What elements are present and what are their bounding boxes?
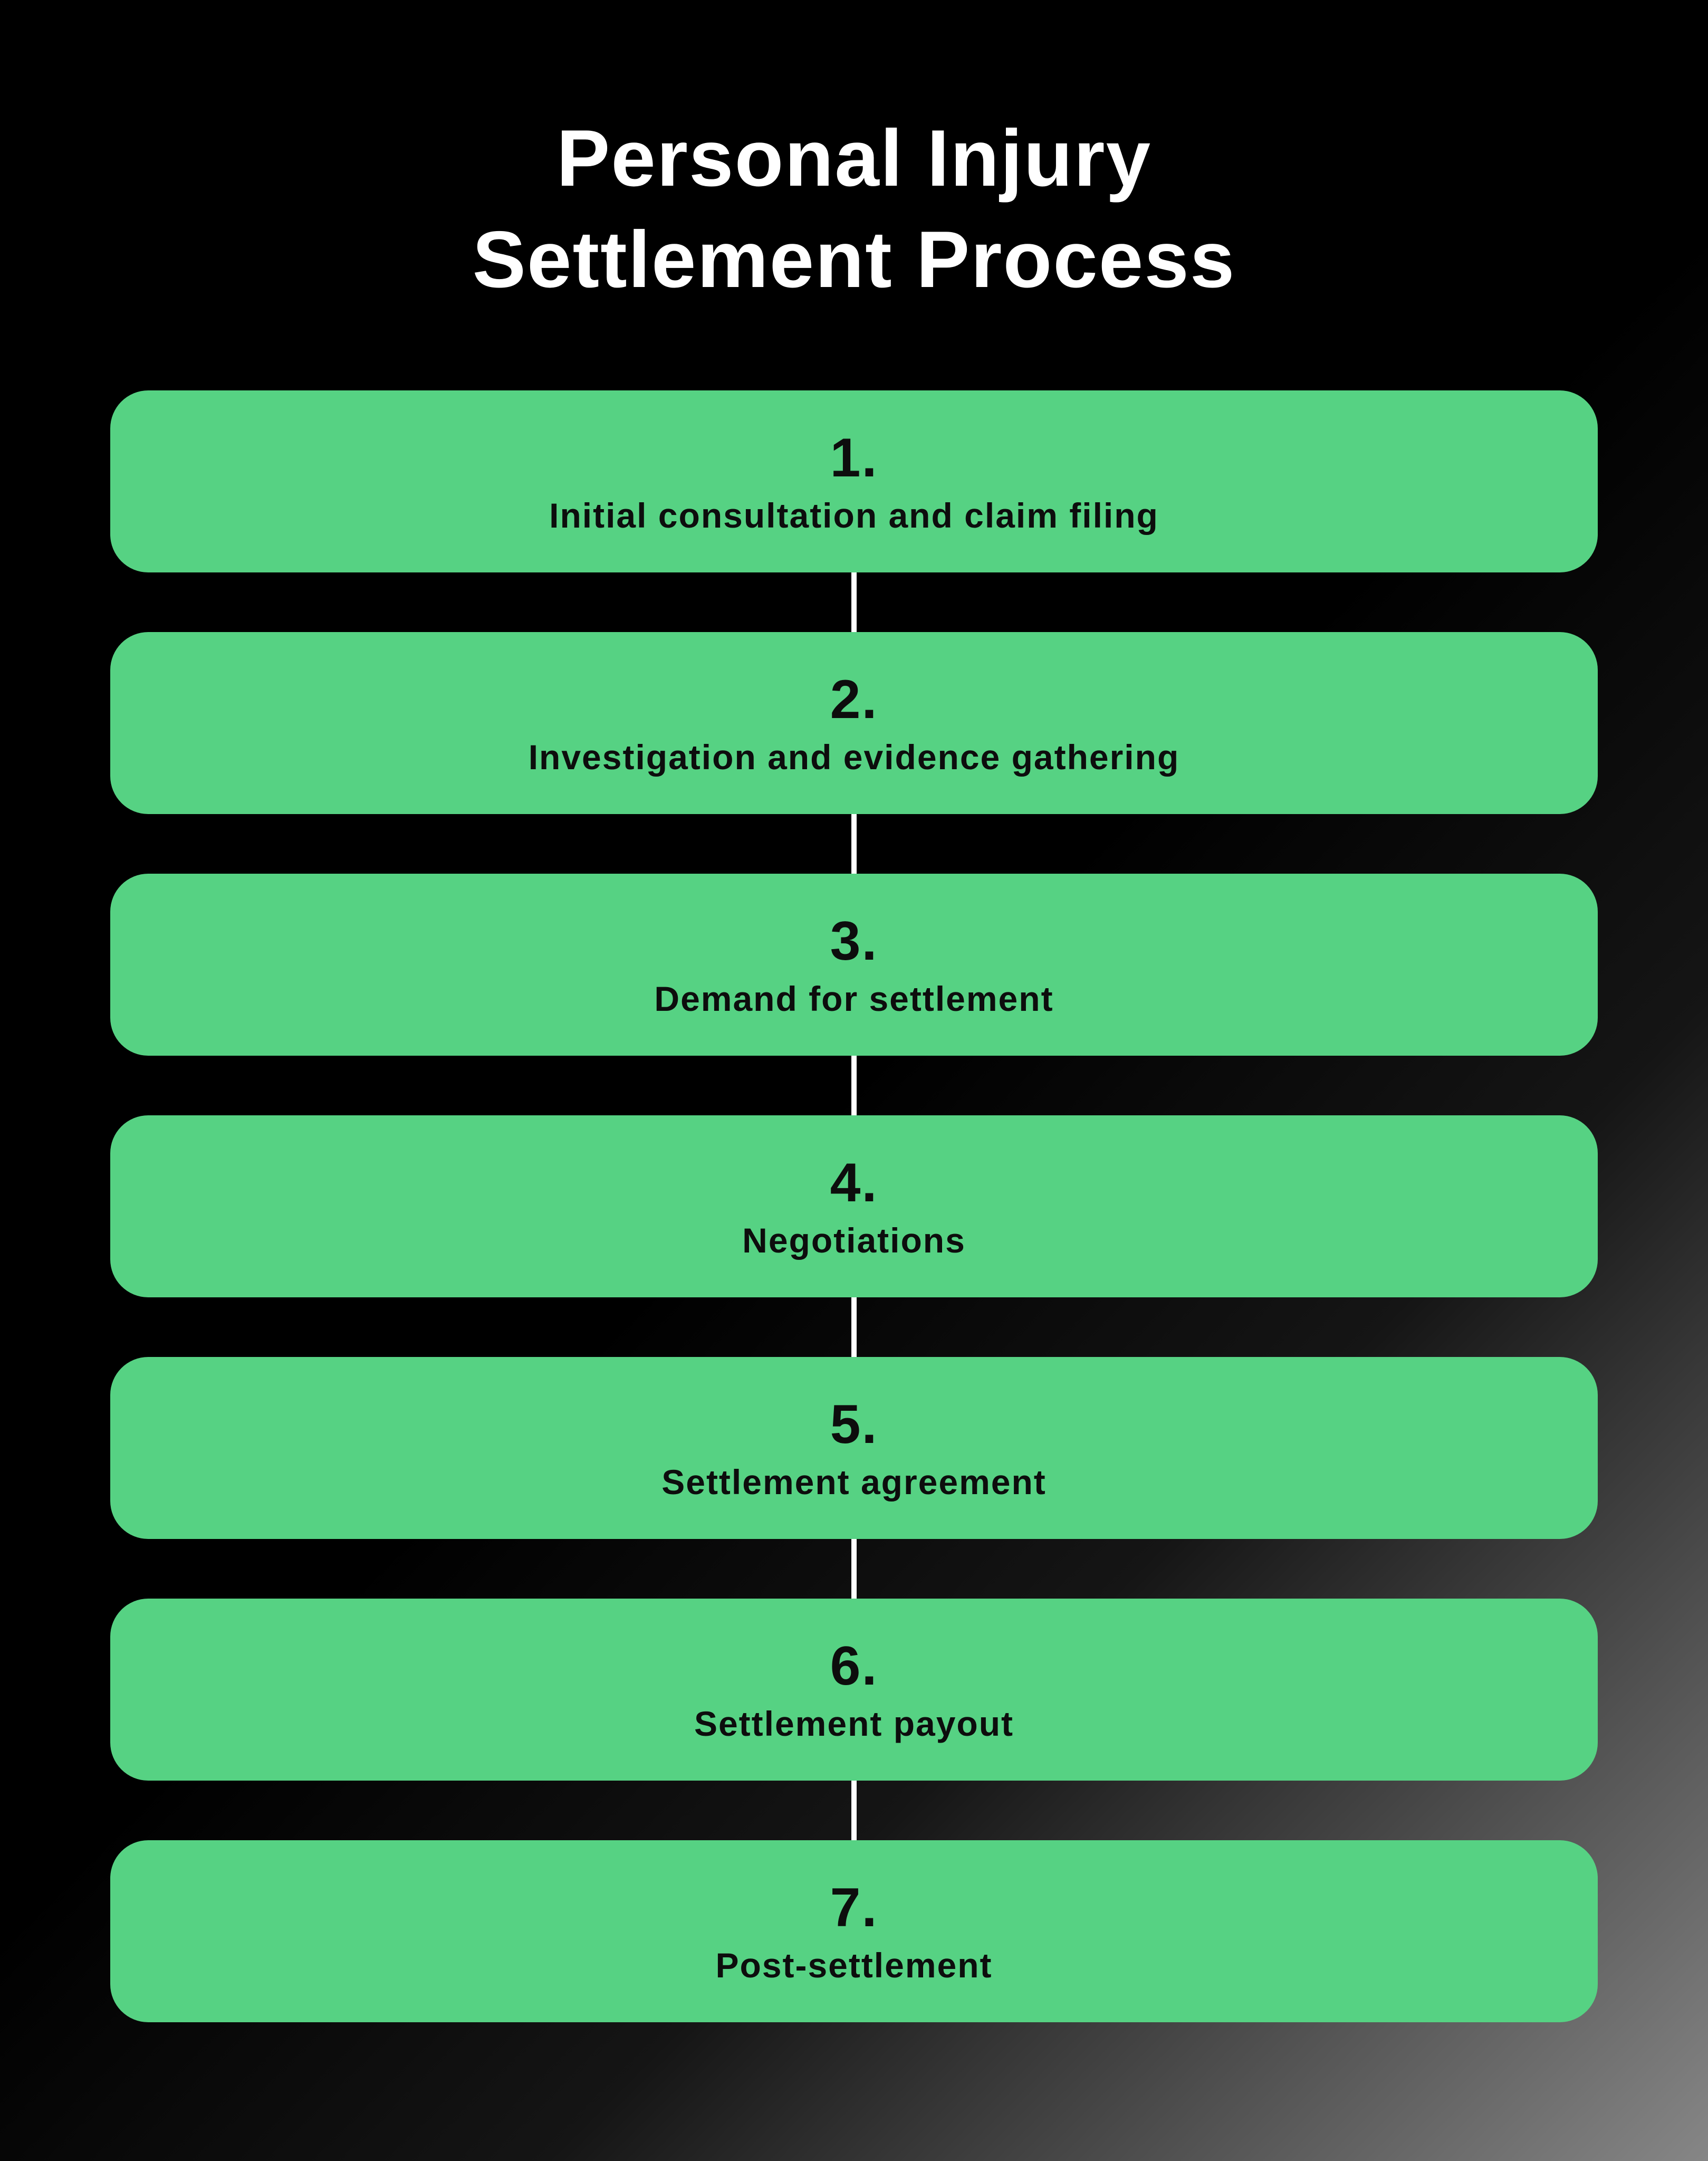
process-flow: 1. Initial consultation and claim filing… [110, 390, 1598, 2022]
page-title-line-2: Settlement Process [472, 214, 1236, 304]
page-title-line-1: Personal Injury [556, 113, 1152, 203]
step-label: Investigation and evidence gathering [528, 737, 1180, 777]
step-number: 1. [830, 427, 878, 489]
step-number: 4. [830, 1152, 878, 1213]
process-step-box: 2. Investigation and evidence gathering [110, 632, 1598, 814]
connector-line [851, 1781, 857, 1840]
connector-line [851, 1297, 857, 1357]
step-label: Negotiations [742, 1220, 966, 1260]
connector-line [851, 814, 857, 874]
step-label: Initial consultation and claim filing [549, 495, 1159, 535]
connector-line [851, 1056, 857, 1115]
step-number: 2. [830, 668, 878, 730]
connector-line [851, 572, 857, 632]
process-step-box: 1. Initial consultation and claim filing [110, 390, 1598, 572]
process-step-box: 3. Demand for settlement [110, 874, 1598, 1056]
step-label: Settlement agreement [661, 1462, 1047, 1502]
process-step-box: 4. Negotiations [110, 1115, 1598, 1297]
page-title: Personal Injury Settlement Process [0, 108, 1708, 310]
process-step-box: 6. Settlement payout [110, 1599, 1598, 1781]
step-label: Post-settlement [715, 1945, 993, 1985]
step-label: Settlement payout [694, 1704, 1014, 1743]
process-step-box: 7. Post-settlement [110, 1840, 1598, 2022]
step-number: 3. [830, 910, 878, 972]
step-label: Demand for settlement [654, 979, 1054, 1018]
process-step-box: 5. Settlement agreement [110, 1357, 1598, 1539]
step-number: 6. [830, 1635, 878, 1697]
step-number: 7. [830, 1877, 878, 1938]
step-number: 5. [830, 1393, 878, 1455]
connector-line [851, 1539, 857, 1599]
